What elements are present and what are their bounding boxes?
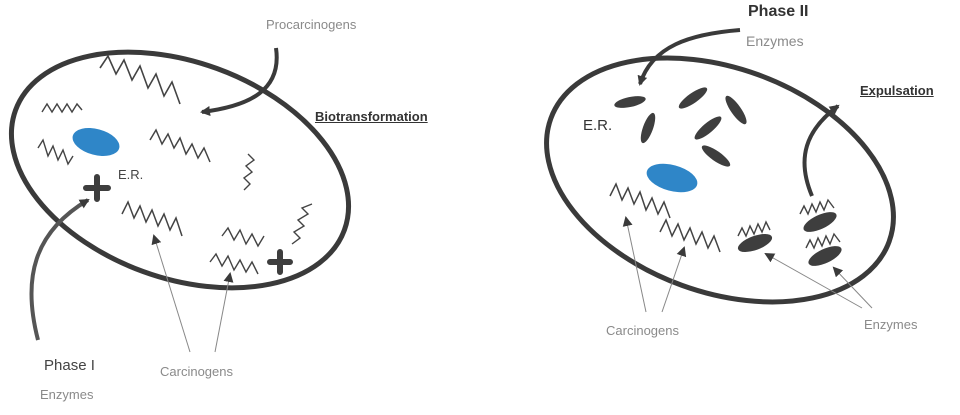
- er-ribosome: [692, 113, 724, 143]
- er-ribosome: [722, 93, 750, 127]
- left-er-label: E.R.: [118, 168, 143, 181]
- enzyme-plus-sign: [270, 252, 290, 272]
- phase-one-enzymes-label: Enzymes: [40, 388, 93, 401]
- enzyme-complex: [736, 230, 775, 255]
- left-cell: [0, 9, 381, 352]
- procarcinogen-zigzag: [122, 202, 182, 236]
- enzyme-bound-zigzag: [738, 222, 770, 236]
- expulsation-arrow: [804, 106, 838, 196]
- enzyme-complex: [806, 242, 845, 270]
- phase-two-label: Phase II: [748, 4, 808, 20]
- expulsation-label: Expulsation: [860, 84, 934, 97]
- procarcinogen-zigzag: [150, 130, 210, 162]
- carcinogen-zigzag: [610, 184, 670, 218]
- biotransformation-label: Biotransformation: [315, 110, 428, 123]
- right-enzymes-label: Enzymes: [864, 318, 917, 331]
- phase-one-label: Phase I: [44, 358, 95, 373]
- right-nucleus: [644, 159, 701, 198]
- procarcinogens-label: Procarcinogens: [266, 18, 356, 31]
- right-cell-membrane: [513, 13, 928, 347]
- left-carcinogens-label: Carcinogens: [160, 365, 233, 378]
- enzyme-bound-zigzag: [800, 200, 834, 214]
- procarcinogen-zigzag: [292, 204, 312, 244]
- procarcinogen-zigzag: [100, 56, 180, 104]
- right-er-label: E.R.: [583, 118, 612, 133]
- phase-one-arrow: [31, 200, 88, 340]
- carcinogen-pointer-line: [154, 236, 190, 352]
- procarcinogen-zigzag: [210, 254, 258, 274]
- er-ribosome: [638, 111, 658, 144]
- er-ribosome: [699, 142, 733, 170]
- left-cell-membrane: [0, 9, 381, 332]
- phase-two-enzymes-label: Enzymes: [746, 34, 804, 48]
- procarcinogen-zigzag: [38, 140, 73, 164]
- enzyme-bound-zigzag: [806, 234, 840, 248]
- procarcinogen-zigzag: [42, 104, 82, 112]
- procarcinogen-zigzag: [222, 228, 264, 246]
- right-cell: [513, 13, 928, 347]
- procarcinogen-zigzag: [244, 154, 254, 190]
- left-nucleus: [69, 123, 122, 161]
- enzyme-plus-sign: [86, 177, 108, 199]
- carcinogen-zigzag: [660, 220, 720, 252]
- right-carcinogens-label: Carcinogens: [606, 324, 679, 337]
- er-ribosome: [613, 94, 646, 110]
- er-ribosome: [676, 84, 710, 112]
